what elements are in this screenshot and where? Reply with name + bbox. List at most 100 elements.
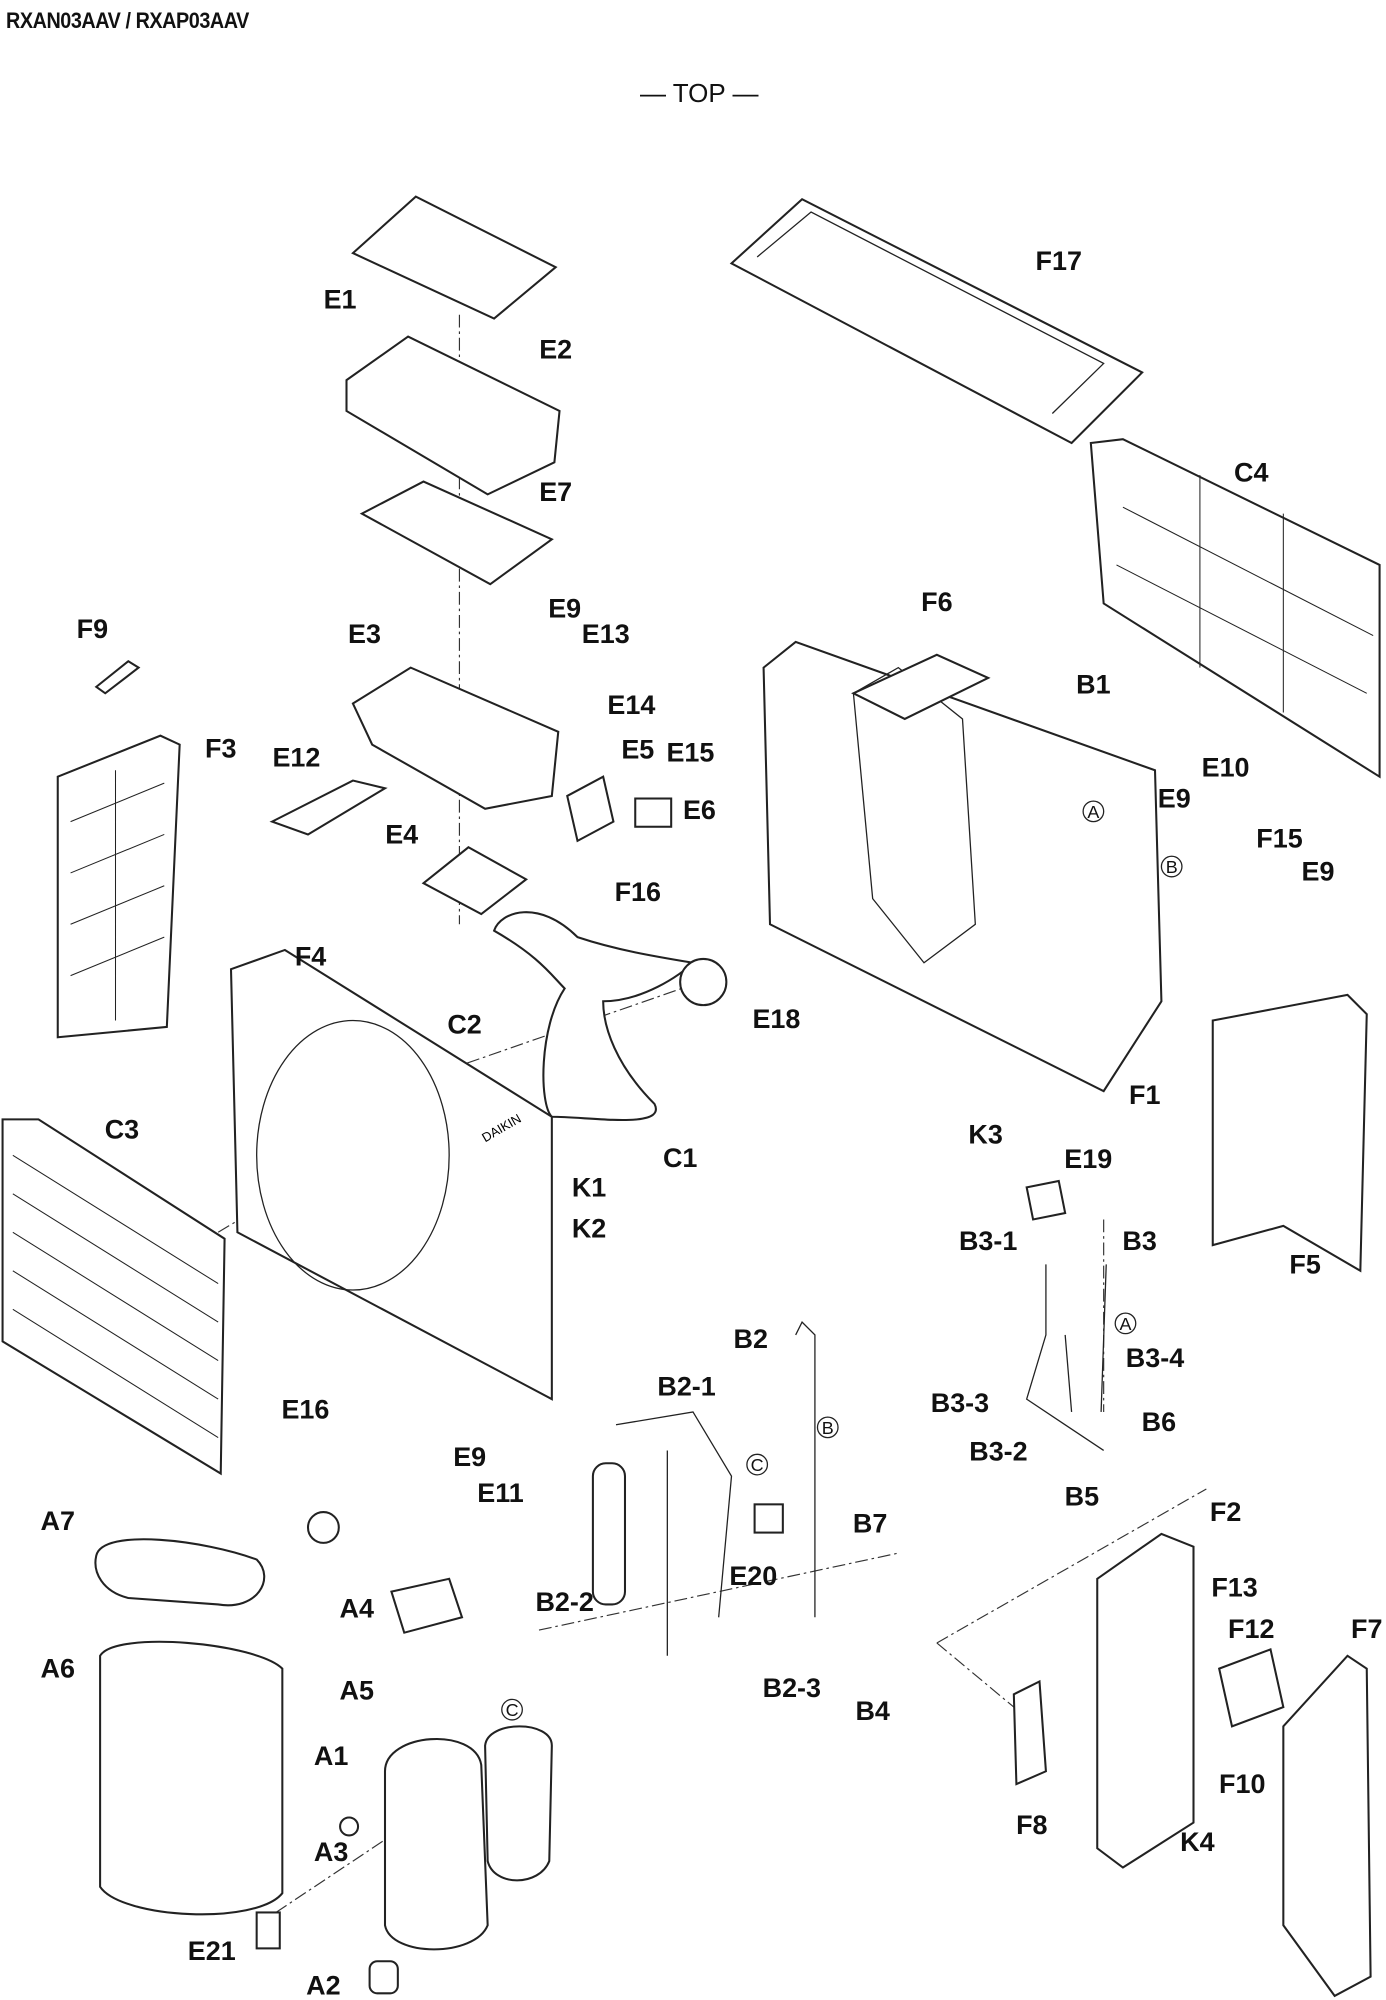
part-label: B4 [855, 1696, 889, 1726]
part-label: B3-4 [1126, 1343, 1184, 1373]
part-e1-cover [351, 195, 558, 320]
part-label: E3 [348, 619, 381, 649]
part-label: E5 [621, 735, 654, 765]
part-e12 [269, 779, 388, 836]
part-label: B3 [1122, 1226, 1156, 1256]
part-label: K3 [968, 1120, 1002, 1150]
part-e18-motor [679, 957, 728, 1007]
part-label: B2-3 [763, 1673, 821, 1703]
part-label: F10 [1219, 1769, 1265, 1799]
part-label: E16 [281, 1394, 329, 1424]
part-f6-support [851, 653, 991, 721]
part-label: F3 [205, 733, 236, 763]
part-f7-service-cover [1282, 1654, 1372, 1998]
part-f2-partition [1096, 1532, 1195, 1869]
part-a7-cover [94, 1538, 266, 1607]
part-e20 [753, 1503, 784, 1534]
part-label: B7 [853, 1509, 887, 1539]
part-label: F13 [1211, 1573, 1257, 1603]
svg-text:B: B [1166, 857, 1178, 877]
circle-markers: A B A B C C [501, 800, 1183, 1721]
part-label: K4 [1180, 1827, 1214, 1857]
part-labels: E1 E2 F17 E7 C4 E9 E13 F9 E3 F6 B1 E14 F… [41, 246, 1383, 2000]
part-label: E19 [1064, 1144, 1112, 1174]
part-label: E9 [1302, 857, 1335, 887]
part-label: A7 [41, 1506, 75, 1536]
part-label: A1 [314, 1741, 348, 1771]
part-e7-pcb [359, 480, 554, 586]
part-a6-insulation [99, 1640, 284, 1916]
part-e3-bracket [351, 666, 560, 810]
part-label: B5 [1065, 1482, 1099, 1512]
marker-a: A [1082, 800, 1105, 823]
part-f5-side-panel [1211, 993, 1368, 1273]
part-label: E10 [1202, 753, 1250, 783]
part-label: E4 [385, 819, 418, 849]
part-label: F7 [1351, 1614, 1382, 1644]
part-e4 [421, 846, 529, 916]
part-label: F4 [295, 941, 326, 971]
part-label: F5 [1289, 1249, 1320, 1279]
part-label: C1 [663, 1143, 697, 1173]
part-f4-front-panel [229, 948, 553, 1401]
marker-a: A [1114, 1312, 1137, 1335]
part-b3-pipes [1025, 1264, 1107, 1451]
svg-text:B: B [822, 1418, 834, 1438]
part-label: E11 [477, 1478, 523, 1508]
part-label: E21 [188, 1936, 236, 1966]
part-a1-compressor [383, 1737, 489, 1951]
marker-c: C [501, 1698, 523, 1721]
part-f9 [94, 659, 141, 695]
part-label: A4 [340, 1593, 374, 1623]
part-label: E2 [539, 334, 572, 364]
part-label: E20 [729, 1561, 777, 1591]
part-label: C3 [105, 1115, 139, 1145]
part-label: E9 [1158, 784, 1191, 814]
part-label: E6 [683, 795, 716, 825]
part-label: E1 [324, 284, 357, 314]
part-label: A3 [314, 1837, 348, 1867]
part-label: K1 [572, 1172, 606, 1202]
marker-c: C [746, 1453, 769, 1476]
part-label: B1 [1076, 669, 1110, 699]
part-label: K2 [572, 1213, 606, 1243]
part-b2-2-accumulator [591, 1462, 627, 1606]
part-e5 [566, 775, 615, 843]
part-e6 [634, 797, 673, 828]
part-label: F16 [615, 877, 661, 907]
svg-text:A: A [1087, 802, 1099, 822]
part-f17-top-panel [729, 197, 1144, 445]
part-label: B3-1 [959, 1226, 1017, 1256]
part-e19-coil [1025, 1179, 1067, 1221]
part-f8 [1012, 1679, 1047, 1786]
part-label: C2 [447, 1009, 481, 1039]
part-label: F6 [921, 587, 952, 617]
marker-b: B [1160, 855, 1183, 878]
parts [1, 195, 1381, 1998]
marker-b: B [816, 1416, 839, 1439]
svg-text:C: C [506, 1700, 519, 1720]
part-label: E12 [272, 742, 320, 772]
part-label: E13 [582, 619, 630, 649]
part-label: B3-2 [969, 1437, 1027, 1467]
part-label: E15 [666, 737, 714, 767]
part-label: F2 [1210, 1497, 1241, 1527]
model-title: RXAN03AAV / RXAP03AAV [6, 8, 249, 33]
part-c4-rear-grille [1089, 438, 1381, 779]
part-label: F1 [1129, 1080, 1160, 1110]
part-label: E7 [539, 477, 572, 507]
part-f3-side-grille [56, 734, 181, 1039]
part-accumulator-c [484, 1725, 553, 1882]
top-view-label: — TOP — [640, 78, 759, 108]
part-f10 [1217, 1647, 1285, 1728]
part-label: E9 [548, 594, 581, 624]
part-e16-sensor [306, 1511, 340, 1544]
part-label: F12 [1228, 1614, 1274, 1644]
part-e2-box [345, 335, 561, 496]
part-a4 [390, 1577, 464, 1634]
part-label: B6 [1142, 1407, 1176, 1437]
part-c1-fan [492, 911, 696, 1121]
svg-text:C: C [751, 1455, 764, 1475]
part-label: E14 [607, 690, 655, 720]
